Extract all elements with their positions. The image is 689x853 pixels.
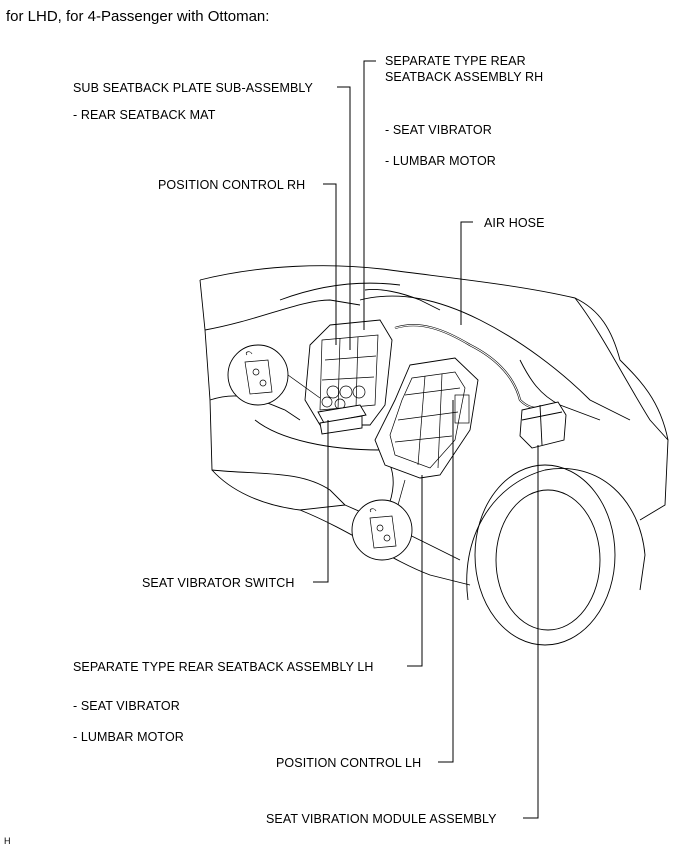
label-seat-vibrator-switch: SEAT VIBRATOR SWITCH xyxy=(142,576,295,590)
label-seat-vibration-module: SEAT VIBRATION MODULE ASSEMBLY xyxy=(266,812,497,826)
label-position-control-rh: POSITION CONTROL RH xyxy=(158,178,306,192)
rear-shelf-line xyxy=(364,289,441,311)
car-trim-line xyxy=(359,295,631,421)
position-control-rh-callout xyxy=(227,344,289,406)
diagram-heading: for LHD, for 4-Passenger with Ottoman: xyxy=(6,8,270,25)
leader-seat-vibrator-switch xyxy=(313,420,329,583)
label-lh-lumbar-motor: - LUMBAR MOTOR xyxy=(73,730,184,744)
label-separate-rh-line1: SEPARATE TYPE REAR xyxy=(385,54,526,68)
label-separate-lh: SEPARATE TYPE REAR SEATBACK ASSEMBLY LH xyxy=(73,660,374,674)
label-rh-seat-vibrator: - SEAT VIBRATOR xyxy=(385,123,492,137)
vibration-module-shape xyxy=(519,401,567,449)
car-rear-wheel-inner xyxy=(495,489,601,631)
label-rear-seatback-mat: - REAR SEATBACK MAT xyxy=(73,108,216,122)
car-rear-outline xyxy=(574,297,669,521)
car-belt-line xyxy=(204,299,361,331)
seatback-rh-frame xyxy=(304,319,393,426)
label-air-hose: AIR HOSE xyxy=(484,216,545,230)
seatback-lh-frame xyxy=(374,357,479,479)
seatback-rh-inner xyxy=(319,334,379,411)
label-separate-rh-line2: SEATBACK ASSEMBLY RH xyxy=(385,70,544,84)
leader-position-control-rh xyxy=(323,183,337,345)
rear-window-line xyxy=(279,282,401,301)
leader-separate-lh xyxy=(407,475,423,667)
label-sub-seatback-plate: SUB SEATBACK PLATE SUB-ASSEMBLY xyxy=(73,81,313,95)
leader-sub-seatback-plate xyxy=(337,86,351,350)
label-rh-lumbar-motor: - LUMBAR MOTOR xyxy=(385,154,496,168)
leader-air-hose xyxy=(460,221,473,325)
seatback-lh-inner xyxy=(389,371,466,469)
car-rear-wheel xyxy=(474,464,616,646)
corner-mark: H xyxy=(4,836,11,846)
leader-separate-rh xyxy=(363,60,376,330)
leader-vibration-module xyxy=(523,445,539,819)
car-lower-line xyxy=(211,469,461,561)
car-wheel-arch xyxy=(466,468,646,601)
leader-position-control-lh xyxy=(438,400,454,763)
seat-vibrator-switch-shape xyxy=(317,404,367,424)
label-position-control-lh: POSITION CONTROL LH xyxy=(276,756,422,770)
car-roof-outline xyxy=(199,265,669,441)
label-lh-seat-vibrator: - SEAT VIBRATOR xyxy=(73,699,180,713)
